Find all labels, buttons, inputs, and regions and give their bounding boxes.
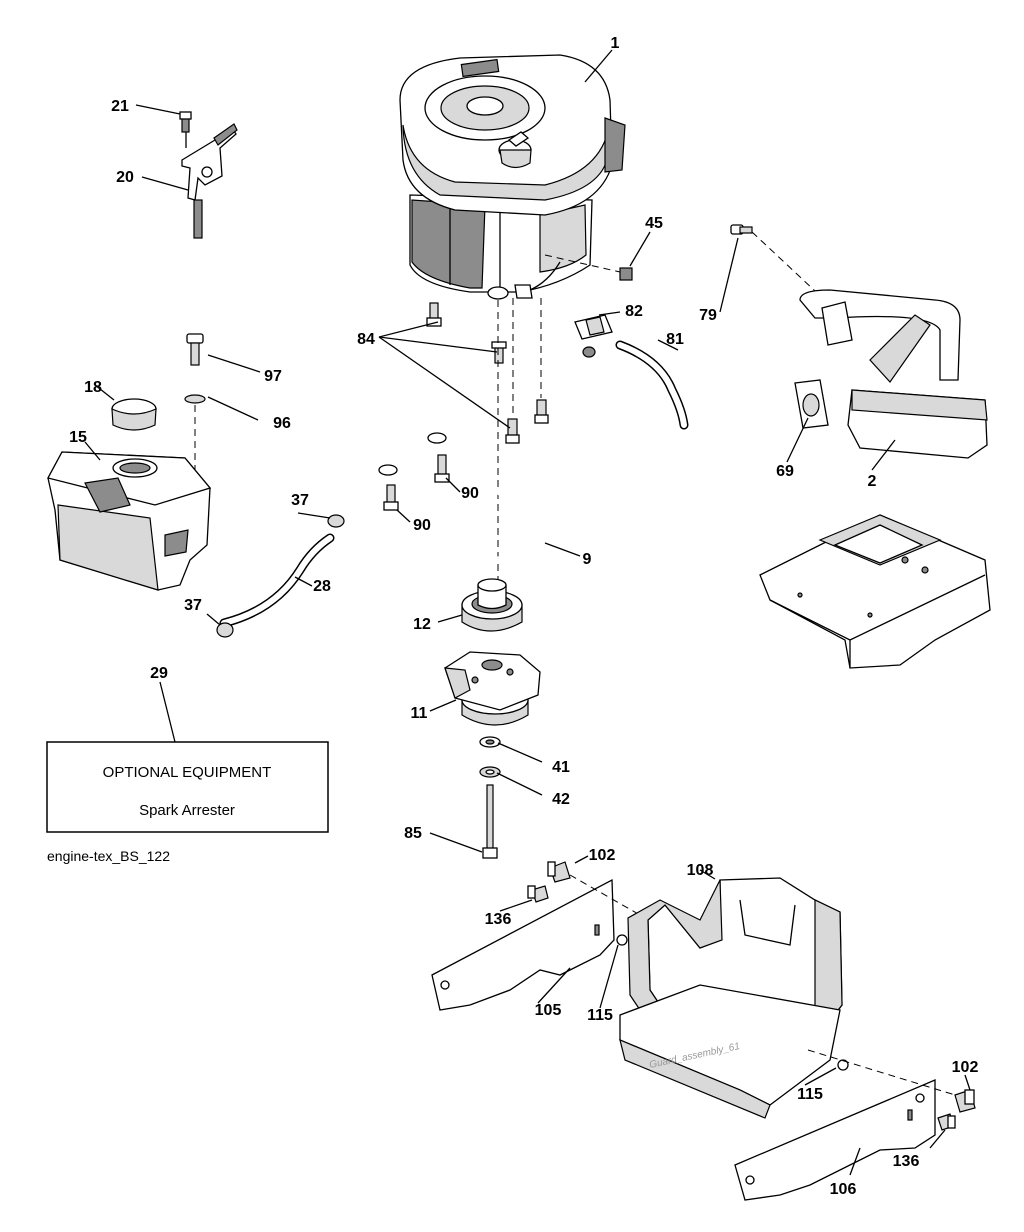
part-label-45: 45 (645, 215, 663, 232)
optional-equipment-item: Spark Arrester (139, 802, 235, 819)
part-labels: 1 2 9 11 12 15 18 20 21 28 29 37 37 41 4… (69, 35, 978, 1198)
part-label-81: 81 (666, 331, 684, 348)
part-label-115-right: 115 (797, 1086, 823, 1103)
part-label-69: 69 (776, 463, 794, 480)
bracket-rod-drawing (378, 432, 563, 562)
clutch-hardware-drawing (479, 736, 501, 859)
guard-assembly-drawing: Guard_assembly_61 (431, 861, 976, 1201)
part-label-21: 21 (111, 98, 129, 115)
part-label-20: 20 (116, 169, 134, 186)
optional-equipment-box: OPTIONAL EQUIPMENT Spark Arrester (46, 741, 329, 833)
part-label-102-right: 102 (952, 1059, 979, 1076)
part-label-29: 29 (150, 665, 168, 682)
part-label-9: 9 (583, 551, 592, 568)
part-label-11: 11 (411, 705, 428, 722)
part-label-85: 85 (404, 825, 422, 842)
part-label-41: 41 (552, 759, 570, 776)
part-label-106: 106 (830, 1181, 857, 1198)
nut-45-drawing (544, 254, 633, 281)
optional-equipment-title: OPTIONAL EQUIPMENT (103, 764, 272, 781)
throttle-control-drawing (179, 111, 238, 239)
clutch-drawing (444, 651, 541, 726)
part-label-28: 28 (313, 578, 331, 595)
reference-code: engine-tex_BS_122 (47, 848, 170, 864)
pulley-drawing (461, 578, 523, 632)
part-label-96: 96 (273, 415, 291, 432)
fuel-tank-drawing (47, 398, 212, 591)
leader-lines (84, 49, 971, 1176)
part-label-105: 105 (535, 1002, 562, 1019)
bolt-97-drawing (184, 333, 206, 470)
part-label-37-upper: 37 (291, 492, 309, 509)
part-label-82: 82 (625, 303, 643, 320)
part-label-90-lower: 90 (413, 517, 431, 534)
part-label-18: 18 (84, 379, 102, 396)
part-label-102-left: 102 (589, 847, 616, 864)
part-label-136-right: 136 (893, 1153, 920, 1170)
frame-bracket-drawing (759, 514, 991, 669)
part-label-84: 84 (357, 331, 375, 348)
part-label-42: 42 (552, 791, 570, 808)
part-label-115-left: 115 (587, 1007, 613, 1024)
part-label-136-left: 136 (485, 911, 512, 928)
part-label-97: 97 (264, 368, 282, 385)
part-label-1: 1 (611, 35, 620, 52)
part-label-108: 108 (687, 862, 714, 879)
part-label-79: 79 (699, 307, 717, 324)
engine-drawing (399, 54, 626, 300)
muffler-drawing (730, 224, 988, 459)
fuel-filter-drawing (574, 314, 689, 430)
part-label-12: 12 (413, 616, 431, 633)
part-label-90-upper: 90 (461, 485, 479, 502)
part-label-2: 2 (868, 473, 877, 490)
engine-bolts-drawing (426, 298, 549, 580)
fuel-line-drawing (216, 514, 345, 638)
part-label-37-lower: 37 (184, 597, 202, 614)
part-label-15: 15 (69, 429, 87, 446)
